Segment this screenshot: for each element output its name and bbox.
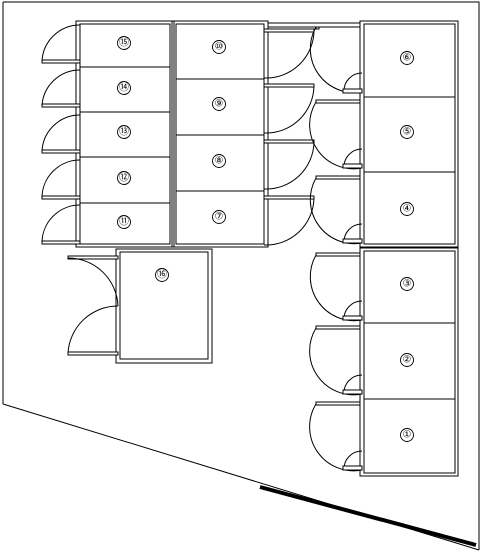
booth-1[interactable]: ① — [363, 398, 456, 474]
booth-12[interactable]: ⑫ — [79, 156, 171, 204]
booth-7[interactable]: ⑦ — [175, 190, 265, 245]
door-1 — [309, 401, 363, 472]
booth-number: ⑮ — [119, 37, 129, 49]
booth-number: ⑤ — [403, 127, 412, 138]
booth-number: ② — [403, 355, 412, 366]
booth-number: ⑦ — [215, 212, 224, 223]
door-4 — [309, 175, 363, 245]
booth-9[interactable]: ⑨ — [175, 78, 265, 136]
booth-8[interactable]: ⑧ — [175, 134, 265, 192]
booth-11[interactable]: ⑪ — [79, 202, 171, 245]
booth-6[interactable]: ⑥ — [363, 23, 456, 98]
booth-number: ⑪ — [119, 216, 129, 228]
booth-number: ⑨ — [215, 99, 224, 110]
booths: ⑮ ⑭ ⑬ ⑫ ⑪ ⑩ ⑨ ⑧ ⑦ ⑥ ⑤ ④ ③ ② ① ⑯ — [79, 23, 456, 474]
booth-10[interactable]: ⑩ — [175, 23, 265, 80]
doors — [41, 24, 363, 472]
booth-13[interactable]: ⑬ — [79, 111, 171, 158]
booth-number: ⑯ — [157, 269, 167, 281]
booth-number: ⑧ — [215, 156, 224, 167]
booth-number: ⑥ — [403, 53, 412, 64]
booth-14[interactable]: ⑭ — [79, 66, 171, 113]
door-7 — [263, 195, 315, 246]
booth-number: ⑬ — [119, 126, 129, 138]
booth-4[interactable]: ④ — [363, 171, 456, 245]
booth-number: ⑫ — [119, 172, 129, 184]
door-9 — [263, 83, 315, 134]
door-2 — [309, 325, 363, 396]
booth-16[interactable]: ⑯ — [119, 251, 209, 360]
booth-2[interactable]: ② — [363, 322, 456, 400]
door-16 — [67, 255, 119, 356]
door-14 — [41, 69, 81, 108]
door-12 — [41, 159, 81, 200]
booth-15[interactable]: ⑮ — [79, 23, 171, 68]
booth-number: ⑩ — [215, 42, 224, 53]
booth-number: ④ — [403, 204, 412, 215]
door-5 — [309, 99, 363, 170]
door-15 — [41, 24, 81, 64]
door-13 — [41, 114, 81, 154]
door-8 — [263, 139, 315, 190]
booth-5[interactable]: ⑤ — [363, 96, 456, 173]
booth-3[interactable]: ③ — [363, 250, 456, 324]
booth-group-frames — [75, 20, 459, 477]
booth-number: ① — [403, 430, 412, 441]
door-6 — [309, 26, 363, 94]
booth-number: ③ — [403, 279, 412, 290]
door-10 — [263, 28, 315, 79]
door-3 — [309, 252, 363, 322]
booth-number: ⑭ — [119, 82, 129, 94]
door-11 — [41, 204, 81, 245]
